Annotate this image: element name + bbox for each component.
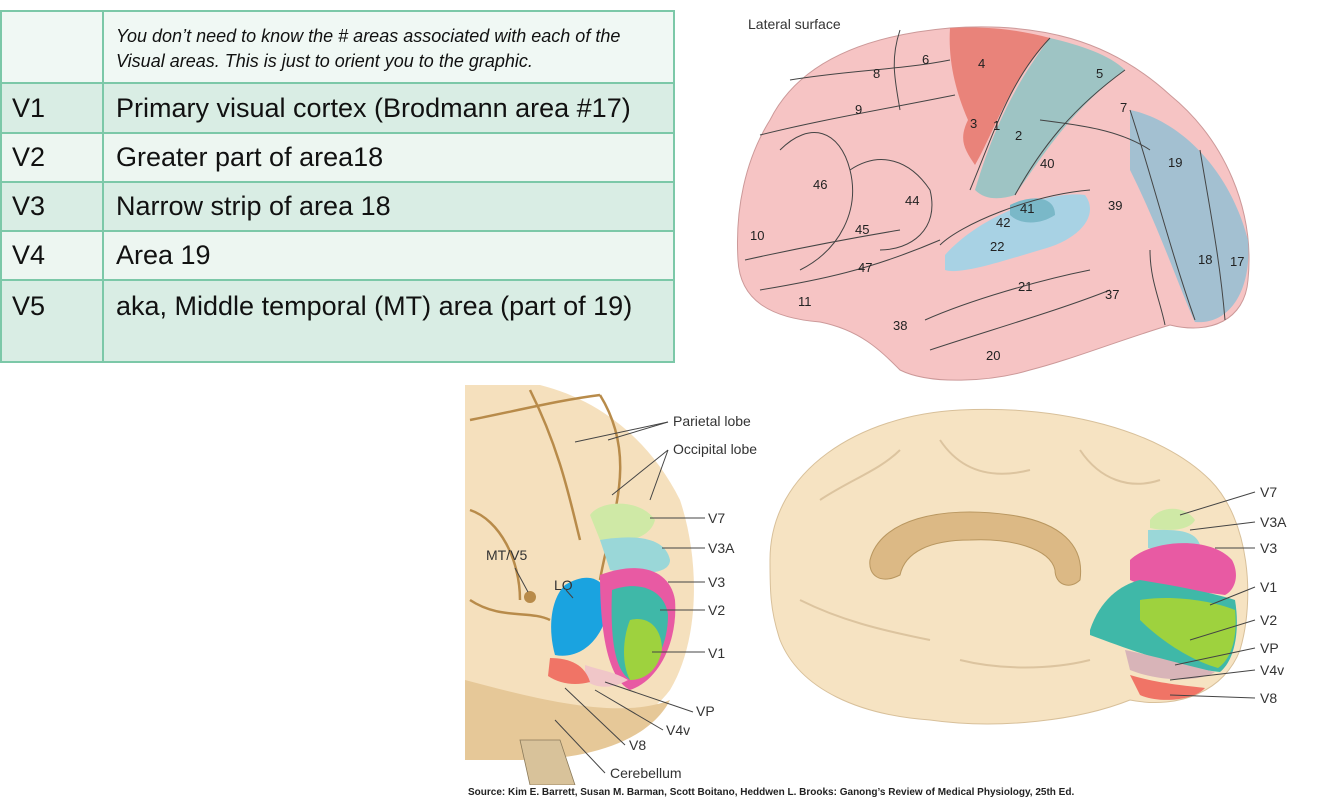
area-number: 45 [855, 222, 869, 237]
area-number: 39 [1108, 198, 1122, 213]
area-code: V4 [0, 230, 104, 281]
area-number: 3 [970, 116, 977, 131]
area-v7 [590, 503, 655, 542]
area-number: 37 [1105, 287, 1119, 302]
table-row: V4 Area 19 [0, 230, 675, 281]
area-number: 46 [813, 177, 827, 192]
area-number: 11 [798, 294, 812, 309]
area-lo [551, 577, 610, 656]
area-code: V5 [0, 279, 104, 363]
label-v3: V3 [1260, 540, 1277, 556]
area-number: 42 [996, 215, 1010, 230]
mt-v5-dot [524, 591, 536, 603]
medial-brain-figure: V7 V3A V3 V1 V2 VP V4v V8 [769, 408, 1287, 725]
area-number: 44 [905, 193, 919, 208]
lateral-surface-title: Lateral surface [748, 16, 841, 32]
lateral-brain-outline [737, 26, 1250, 381]
label-vp: VP [1260, 640, 1279, 656]
area-vp [1125, 650, 1215, 680]
area-number: 8 [873, 66, 880, 81]
label-v8: V8 [629, 737, 646, 753]
header-empty-cell [0, 10, 104, 84]
area-v3a [600, 537, 670, 573]
label-v7: V7 [1260, 484, 1277, 500]
area-v8 [1130, 675, 1205, 700]
area-number: 10 [750, 228, 764, 243]
label-v4v: V4v [666, 722, 690, 738]
area-number: 2 [1015, 128, 1022, 143]
label-v8: V8 [1260, 690, 1277, 706]
label-vp: VP [696, 703, 715, 719]
leader-lines [514, 421, 705, 774]
leader-lines [1169, 491, 1256, 699]
area-number: 41 [1020, 201, 1034, 216]
cerebellum-shape [465, 680, 670, 760]
table-row: V1 Primary visual cortex (Brodmann area … [0, 82, 675, 134]
sulci-lines [469, 389, 622, 622]
area-v8 [548, 658, 590, 684]
area-number: 19 [1168, 155, 1182, 170]
area-number: 21 [1018, 279, 1032, 294]
posterior-brain-figure: Parietal lobe Occipital lobe V7 V3A V3 V… [465, 385, 757, 785]
table-row: V2 Greater part of area18 [0, 132, 675, 183]
label-lo: LO [554, 577, 573, 593]
header-note: You don’t need to know the # areas assoc… [102, 10, 675, 84]
area-number: 20 [986, 348, 1000, 363]
area-code: V1 [0, 82, 104, 134]
area-description: aka, Middle temporal (MT) area (part of … [102, 279, 675, 363]
label-v3: V3 [708, 574, 725, 590]
table-row: V5 aka, Middle temporal (MT) area (part … [0, 279, 675, 363]
label-v3a: V3A [1260, 514, 1287, 530]
label-v1: V1 [708, 645, 725, 661]
visual-areas-table: You don’t need to know the # areas assoc… [0, 10, 675, 363]
source-citation: Source: Kim E. Barrett, Susan M. Barman,… [468, 787, 1075, 798]
area-number: 7 [1120, 100, 1127, 115]
area-number: 17 [1230, 254, 1244, 269]
area-description: Greater part of area18 [102, 132, 675, 183]
area-number: 18 [1198, 252, 1212, 267]
area-code: V2 [0, 132, 104, 183]
area-number: 22 [990, 239, 1004, 254]
table-header-row: You don’t need to know the # areas assoc… [0, 10, 675, 84]
area-v1 [624, 619, 662, 680]
area-v3 [1130, 543, 1236, 595]
label-cerebellum: Cerebellum [610, 765, 682, 781]
area-number: 1 [993, 118, 1000, 133]
medial-sulci [799, 439, 1161, 669]
label-v2: V2 [1260, 612, 1277, 628]
area-number: 4 [978, 56, 985, 71]
somatosensory-region [975, 38, 1125, 199]
table-row: V3 Narrow strip of area 18 [0, 181, 675, 232]
medial-labels: V7 V3A V3 V1 V2 VP V4v V8 [1260, 484, 1287, 706]
area-v1 [1140, 598, 1236, 668]
area-number: 47 [858, 260, 872, 275]
label-parietal-lobe: Parietal lobe [673, 413, 751, 429]
area-description: Narrow strip of area 18 [102, 181, 675, 232]
label-v4v: V4v [1260, 662, 1284, 678]
lateral-brain-figure: Lateral surface 1 2 3 4 5 6 7 8 9 [737, 16, 1250, 381]
area-number: 38 [893, 318, 907, 333]
brainstem-shape [519, 739, 576, 785]
label-occipital-lobe: Occipital lobe [673, 441, 757, 457]
corpus-callosum [869, 511, 1082, 586]
motor-cortex-region [949, 27, 1050, 166]
sulci-lines [744, 29, 1226, 351]
label-v2: V2 [708, 602, 725, 618]
area-number: 6 [922, 52, 929, 67]
area-vp [585, 665, 628, 687]
area-number: 40 [1040, 156, 1054, 171]
area-description: Primary visual cortex (Brodmann area #17… [102, 82, 675, 134]
brodmann-numbers: 1 2 3 4 5 6 7 8 9 10 11 17 18 19 20 21 2… [750, 52, 1244, 363]
label-v3a: V3A [708, 540, 735, 556]
label-mt-v5: MT/V5 [486, 547, 527, 563]
area-number: 9 [855, 102, 862, 117]
posterior-labels: Parietal lobe Occipital lobe V7 V3A V3 V… [486, 413, 757, 781]
area-code: V3 [0, 181, 104, 232]
occipital-visual-region [1130, 110, 1249, 323]
area-description: Area 19 [102, 230, 675, 281]
label-v1: V1 [1260, 579, 1277, 595]
area-number: 5 [1096, 66, 1103, 81]
label-v7: V7 [708, 510, 725, 526]
